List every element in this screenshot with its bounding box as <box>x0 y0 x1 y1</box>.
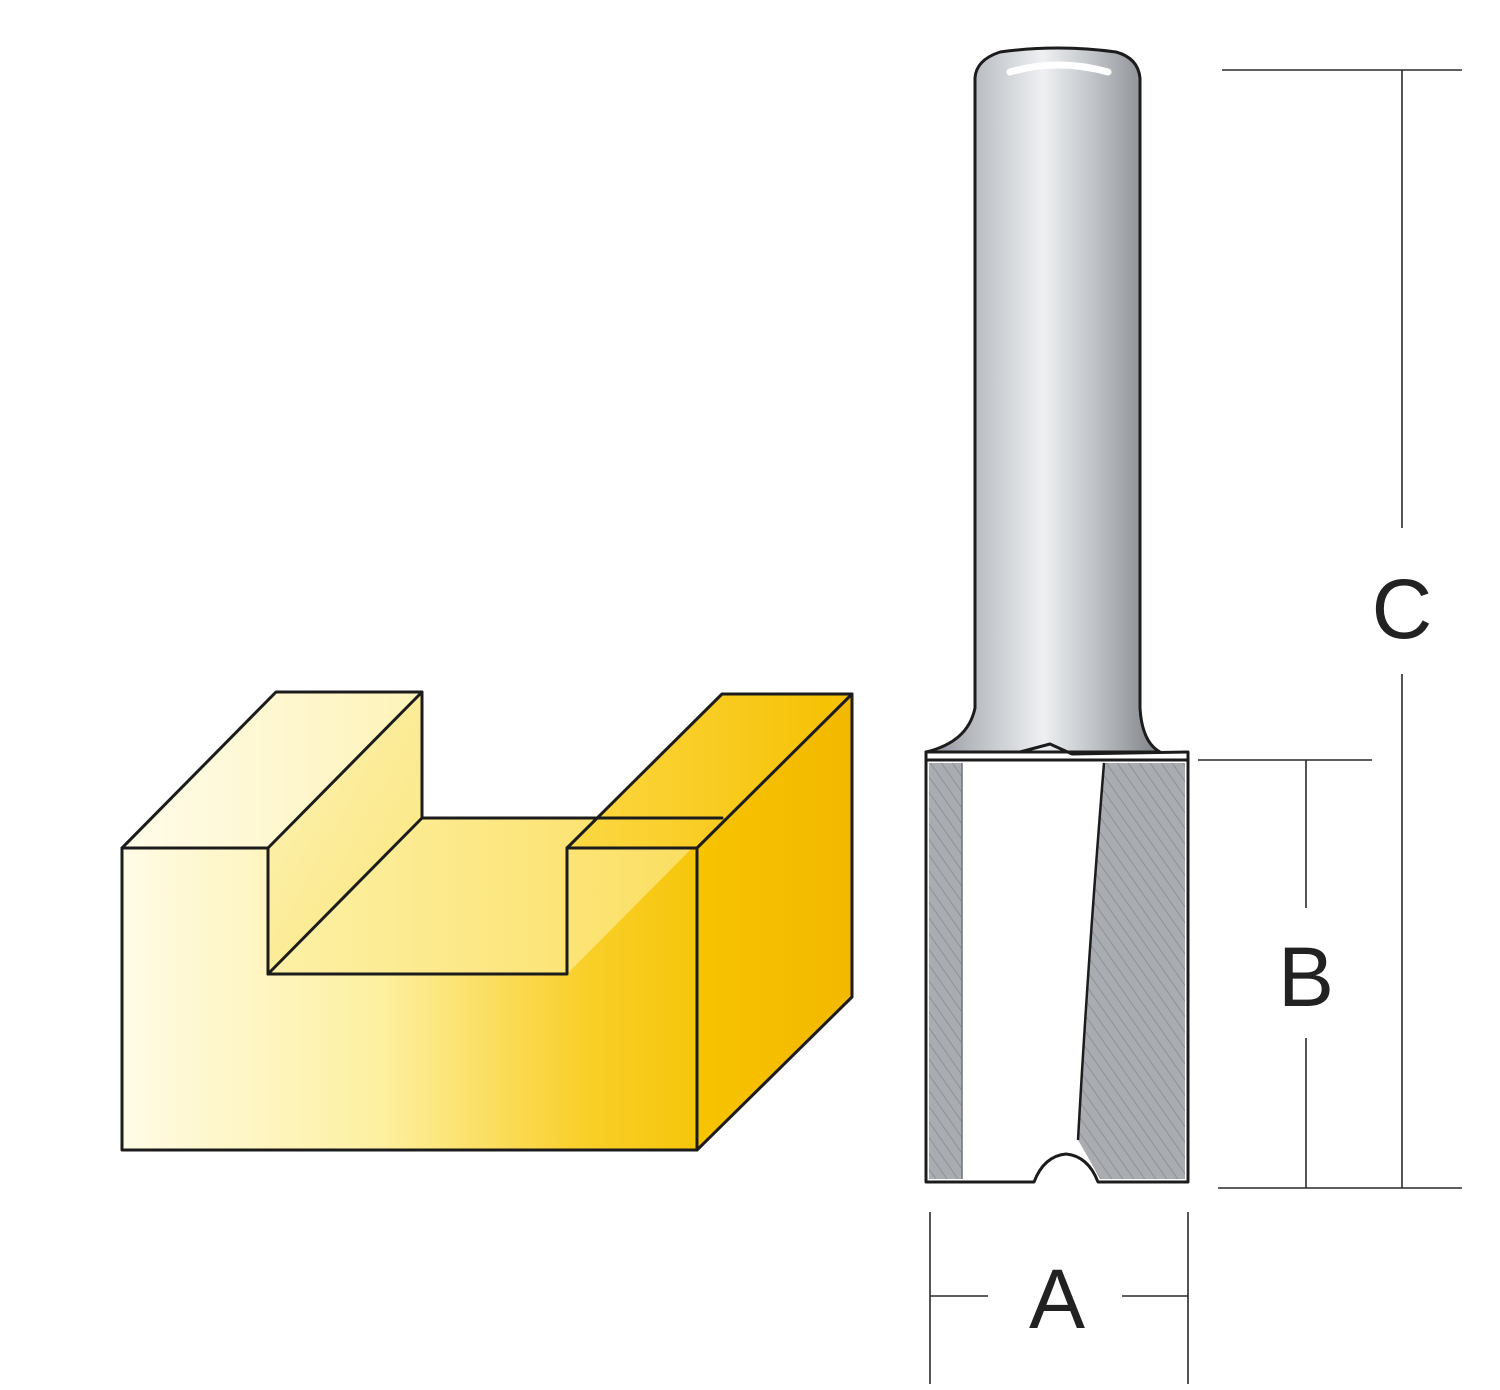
dimension-c: C <box>1218 69 1462 1189</box>
bit-shank <box>924 46 1162 754</box>
right-flute <box>1078 763 1185 1179</box>
dimension-a: A <box>929 1212 1189 1384</box>
groove-back-wall <box>268 692 422 974</box>
workpiece-top-left <box>122 692 422 848</box>
workpiece-outline <box>120 690 854 1152</box>
workpiece-block <box>120 690 854 1152</box>
bit-joint <box>926 742 1189 756</box>
workpiece-top-right <box>567 694 852 848</box>
dimension-a-label: A <box>1029 1252 1085 1346</box>
left-flute <box>929 763 962 1179</box>
dimension-b: B <box>1198 759 1372 1188</box>
dimension-c-label: C <box>1372 562 1433 656</box>
shank-end-cap <box>1006 61 1112 76</box>
workpiece-front-face <box>122 848 697 1150</box>
dimension-b-label: B <box>1278 930 1334 1024</box>
workpiece-side-face <box>697 694 852 1150</box>
groove-floor <box>268 818 722 974</box>
cutting-edge <box>1076 762 1106 1141</box>
router-bit <box>924 46 1190 1184</box>
